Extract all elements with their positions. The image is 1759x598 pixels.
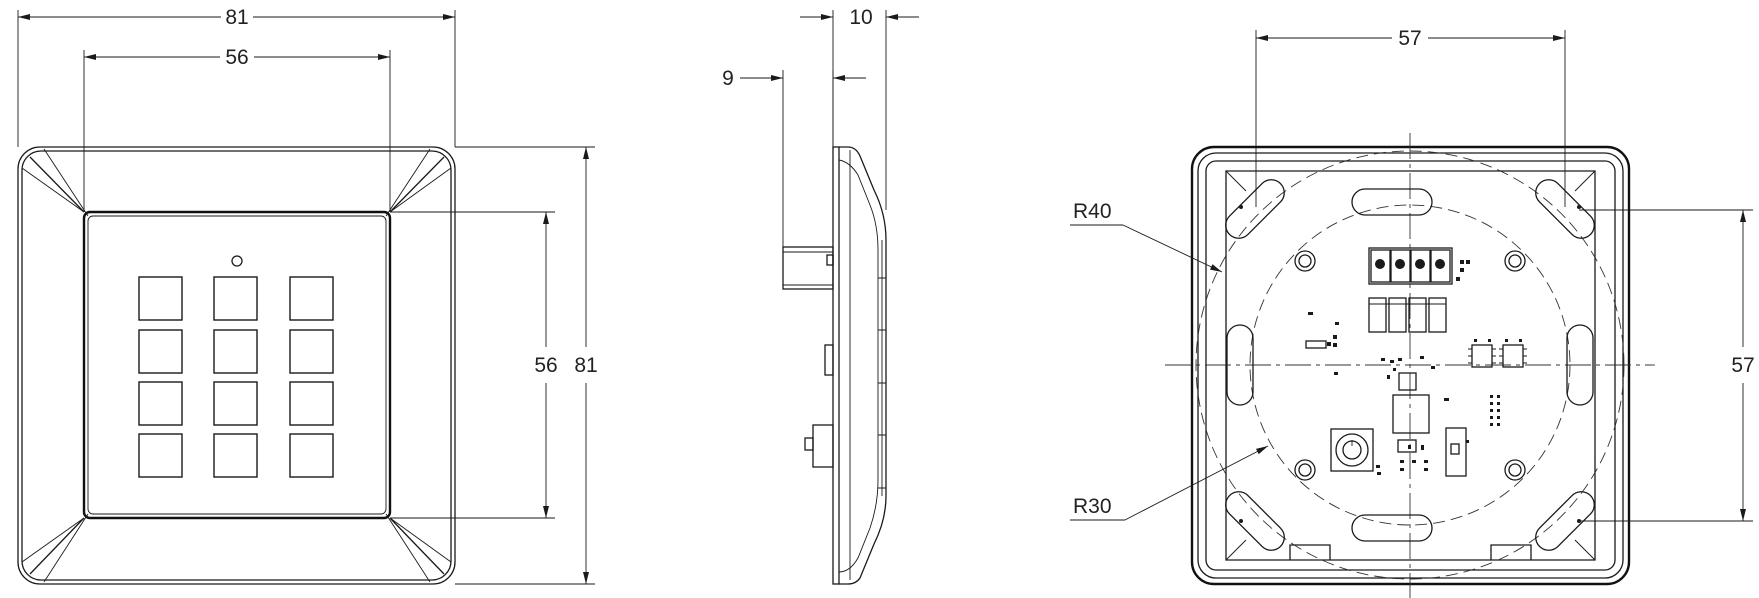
back-view: 57 57 R40 R30 (1070, 27, 1755, 598)
keypad-key (138, 276, 183, 321)
front-view: 81 56 56 81 (17, 6, 598, 585)
keypad-key (289, 276, 334, 321)
keypad-key (213, 381, 258, 426)
keypad-key (138, 433, 183, 478)
dim-front-width-label: 81 (225, 6, 248, 29)
dim-keypad-width: 56 (83, 46, 391, 212)
keypad-key (213, 329, 258, 374)
mounting-slots (1225, 179, 1595, 551)
dim-radius-r30-label: R30 (1073, 495, 1112, 518)
dim-depth-back-label: 9 (722, 67, 734, 90)
keypad-key (138, 329, 183, 374)
keypad (138, 276, 334, 478)
keypad-key (289, 329, 334, 374)
dim-front-width: 81 (17, 6, 456, 147)
pcb-components (1305, 247, 1527, 477)
dim-hole-spacing-v: 57 (1579, 209, 1755, 522)
dim-keypad-height: 56 (390, 211, 558, 519)
keypad-key (138, 381, 183, 426)
dim-front-height: 81 (455, 146, 598, 585)
led-indicator (231, 255, 243, 267)
dim-radius-r30: R30 (1070, 445, 1269, 521)
keypad-key (213, 276, 258, 321)
dim-depth-back: 9 (722, 67, 866, 247)
dim-radius-r40: R40 (1070, 200, 1223, 273)
screw-holes (1294, 250, 1526, 481)
dim-keypad-height-label: 56 (534, 354, 557, 377)
dim-hole-spacing-h-label: 57 (1398, 27, 1421, 50)
dim-depth-total: 10 (800, 6, 919, 210)
front-frame (17, 146, 456, 585)
dim-keypad-width-label: 56 (225, 46, 248, 69)
keypad-key (289, 381, 334, 426)
dim-hole-spacing-v-label: 57 (1731, 354, 1754, 377)
keypad-key (213, 433, 258, 478)
dim-radius-r40-label: R40 (1073, 200, 1112, 223)
keypad-key (289, 433, 334, 478)
dim-hole-spacing-h: 57 (1255, 27, 1566, 207)
side-view: 10 9 (722, 6, 919, 585)
dim-depth-total-label: 10 (849, 6, 872, 29)
dim-front-height-label: 81 (574, 354, 597, 377)
